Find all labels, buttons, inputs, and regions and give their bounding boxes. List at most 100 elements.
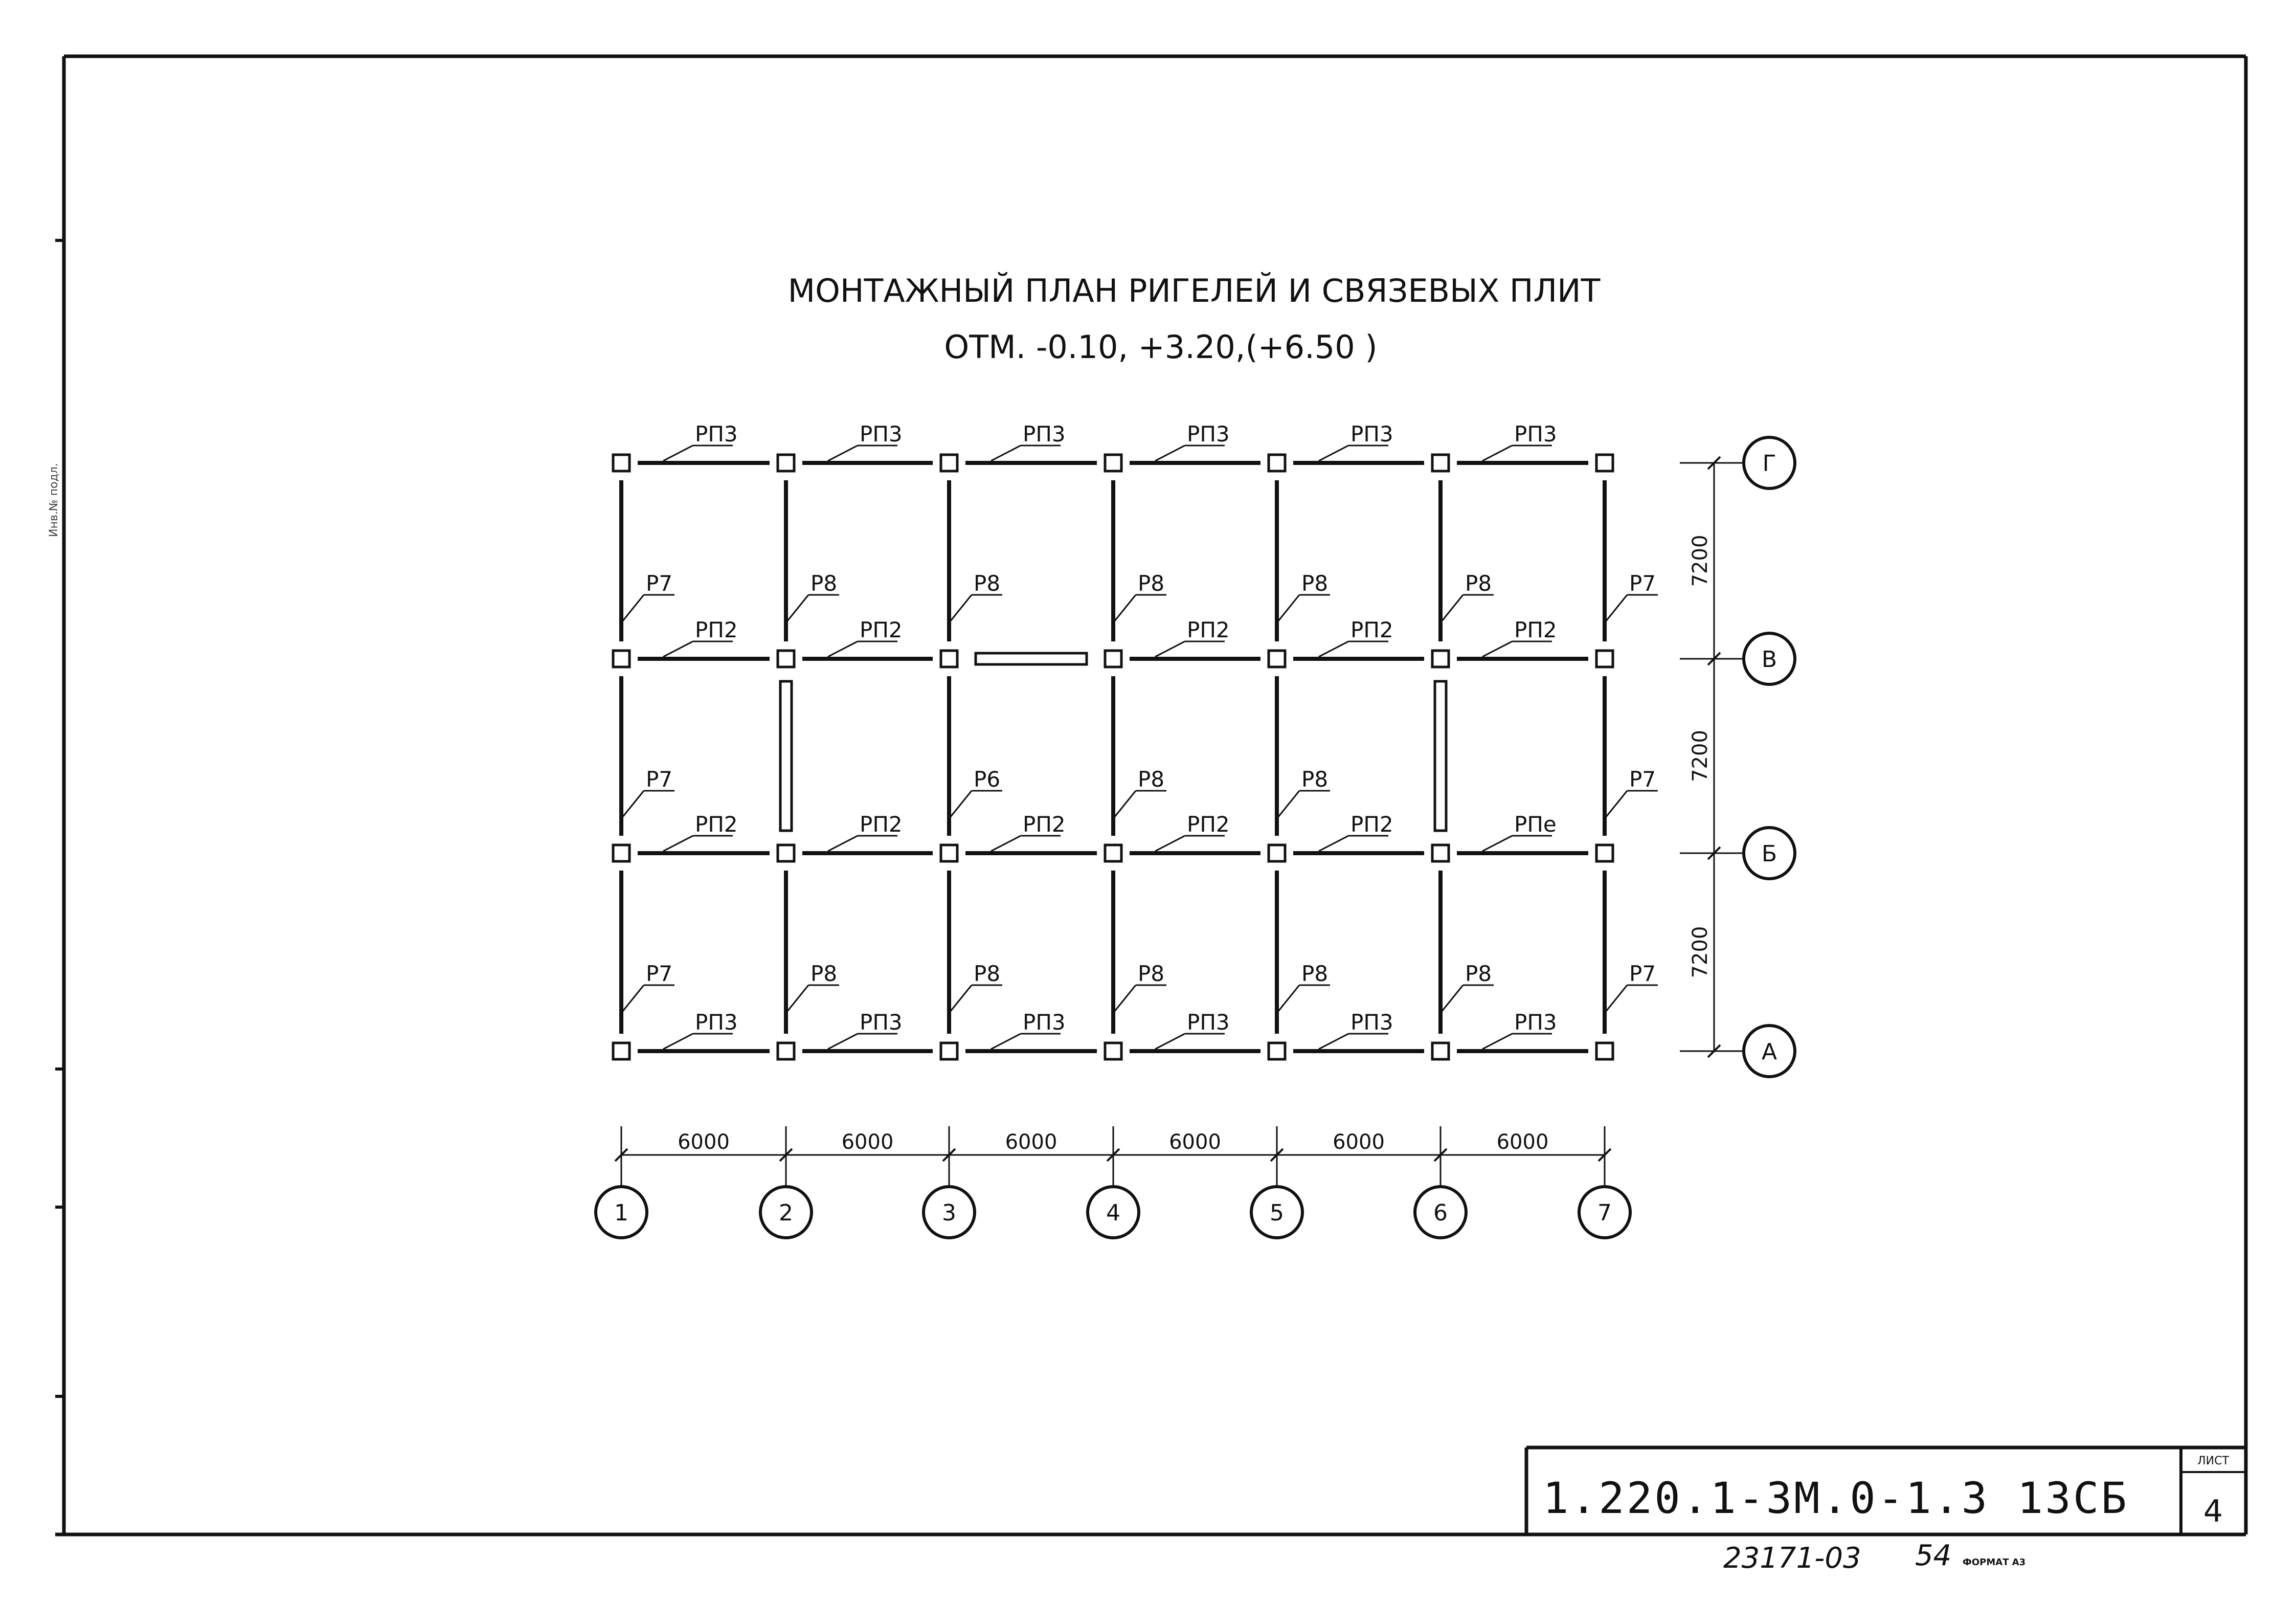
girder-label: Р8 bbox=[1465, 571, 1492, 596]
column-square bbox=[939, 1041, 959, 1061]
span-dimension: 6000 bbox=[1169, 1130, 1221, 1154]
drawing-frame bbox=[55, 54, 2248, 1537]
axis-bubble bbox=[1250, 1185, 1304, 1239]
column-square bbox=[1267, 1041, 1287, 1061]
girder-label: Р7 bbox=[1629, 767, 1656, 792]
column-square bbox=[1104, 843, 1123, 863]
column-square bbox=[1104, 649, 1123, 669]
footer-number: 23171-03 bbox=[1723, 1542, 1861, 1575]
axis-bubble bbox=[922, 1185, 976, 1239]
leader-line bbox=[1482, 640, 1513, 658]
leader-line bbox=[663, 835, 693, 852]
beam-label: РП2 bbox=[1187, 812, 1230, 837]
span-dimension: 6000 bbox=[678, 1130, 730, 1154]
column-square bbox=[776, 1041, 796, 1061]
axis-bubble bbox=[1742, 1024, 1796, 1078]
leader-line bbox=[1318, 640, 1349, 658]
column-square bbox=[776, 453, 796, 473]
leader-line bbox=[786, 985, 809, 1012]
span-dimension: 6000 bbox=[842, 1130, 894, 1154]
leader-line bbox=[827, 444, 858, 462]
column-square bbox=[1431, 649, 1450, 669]
dimension-tick bbox=[779, 1148, 793, 1162]
margin-ticks bbox=[55, 239, 64, 1398]
leader-line bbox=[1113, 594, 1137, 622]
column-square bbox=[1595, 453, 1614, 473]
column-square bbox=[612, 843, 631, 863]
span-dimension: 6000 bbox=[1497, 1130, 1549, 1154]
bay-dimension: 7200 bbox=[1689, 535, 1712, 587]
leader-line bbox=[991, 1033, 1021, 1050]
leader-line bbox=[827, 835, 858, 852]
dimension-tick bbox=[942, 1148, 956, 1162]
column-square bbox=[1431, 1041, 1450, 1061]
sheet-label: ЛИСТ bbox=[2197, 1455, 2229, 1467]
column-square bbox=[1431, 843, 1450, 863]
leader-line bbox=[621, 985, 645, 1012]
dimension-tick bbox=[1707, 652, 1721, 666]
beam-label: РП3 bbox=[1187, 1010, 1230, 1035]
girder-label: Р8 bbox=[1301, 767, 1328, 792]
girder-label: Р8 bbox=[1301, 961, 1328, 986]
leader-line bbox=[1277, 594, 1300, 622]
girder-label: Р8 bbox=[1138, 961, 1164, 986]
dimension-tick bbox=[1270, 1148, 1284, 1162]
dimension-tick bbox=[1707, 1044, 1721, 1058]
girder-label: Р7 bbox=[646, 571, 672, 596]
girder-label: Р8 bbox=[811, 571, 837, 596]
axis-label: В bbox=[1762, 647, 1777, 673]
footer-page: 54 bbox=[1915, 1539, 1951, 1572]
beam-label: РП2 bbox=[1350, 812, 1393, 837]
column-square bbox=[1595, 649, 1614, 669]
leader-line bbox=[1482, 835, 1513, 852]
leader-line bbox=[1277, 790, 1300, 818]
beam-label: РП3 bbox=[1514, 421, 1557, 447]
girder-label: Р8 bbox=[1301, 571, 1328, 596]
dimension-tick bbox=[614, 1148, 628, 1162]
leader-line bbox=[1482, 444, 1513, 462]
dimension-tick bbox=[1707, 456, 1721, 470]
beam-label: РП3 bbox=[860, 1010, 903, 1035]
axis-label: 1 bbox=[614, 1200, 628, 1226]
column-square bbox=[612, 649, 631, 669]
column-square bbox=[1267, 453, 1287, 473]
girder-label: Р8 bbox=[1138, 571, 1164, 596]
beam-label: РП3 bbox=[695, 421, 738, 447]
format-label: ФОРМАТ А3 bbox=[1963, 1557, 2025, 1568]
axis-bubble bbox=[1742, 632, 1796, 686]
beam-label: РП3 bbox=[860, 421, 903, 447]
axis-label: 4 bbox=[1106, 1200, 1120, 1226]
column-square bbox=[1431, 453, 1450, 473]
column-square bbox=[776, 843, 796, 863]
document-code: 1.220.1-3М.0-1.3 13СБ bbox=[1543, 1473, 2129, 1523]
axis-label: 3 bbox=[942, 1200, 956, 1226]
dimension-tick bbox=[1707, 846, 1721, 860]
beam-label: РП2 bbox=[1514, 617, 1557, 642]
leader-line bbox=[991, 835, 1021, 852]
leader-line bbox=[1318, 1033, 1349, 1050]
dimension-tick bbox=[1106, 1148, 1120, 1162]
leader-line bbox=[827, 1033, 858, 1050]
axis-bubble bbox=[1086, 1185, 1140, 1239]
leader-line bbox=[663, 640, 693, 658]
girder-label: Р8 bbox=[1138, 767, 1164, 792]
girder-label: Р8 bbox=[1465, 961, 1492, 986]
girder-label: Р7 bbox=[1629, 571, 1656, 596]
beam-label: РП3 bbox=[1350, 1010, 1393, 1035]
column-square bbox=[939, 843, 959, 863]
leader-line bbox=[663, 1033, 693, 1050]
axis-label: Г bbox=[1763, 451, 1776, 477]
axis-label: Б bbox=[1762, 841, 1777, 867]
leader-line bbox=[1155, 444, 1185, 462]
dimension-tick bbox=[1433, 1148, 1448, 1162]
column-square bbox=[1267, 843, 1287, 863]
leader-line bbox=[949, 985, 973, 1012]
leader-line bbox=[1605, 790, 1628, 818]
column-square bbox=[1104, 1041, 1123, 1061]
axis-label: 7 bbox=[1597, 1200, 1612, 1226]
drawing-subtitle: ОТМ. -0.10, +3.20,(+6.50 ) bbox=[944, 328, 1377, 366]
leader-line bbox=[1318, 444, 1349, 462]
leader-line bbox=[621, 790, 645, 818]
